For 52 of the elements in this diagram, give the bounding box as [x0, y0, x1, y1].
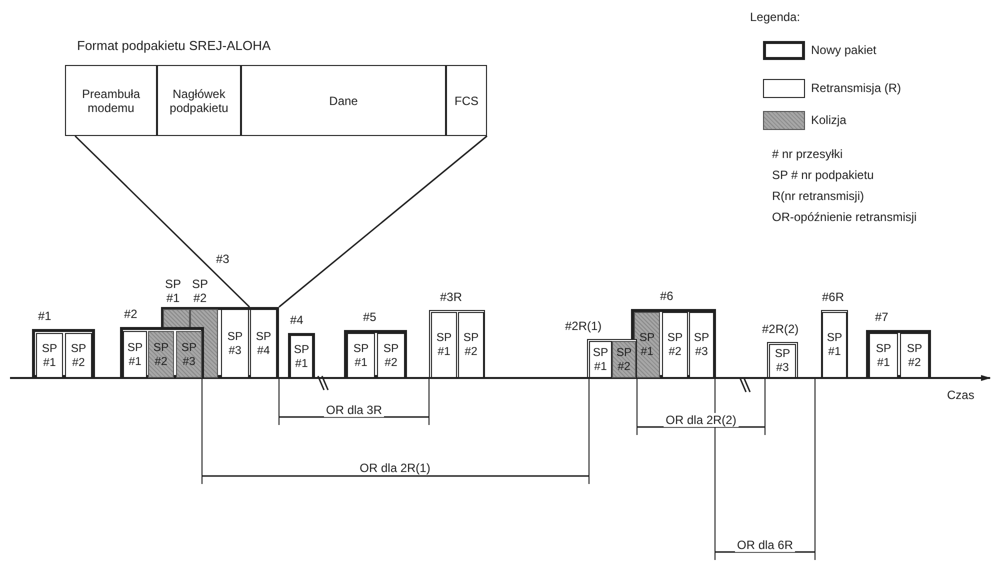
- legend-note: # nr przesyłki: [770, 147, 845, 161]
- subpacket: SP #2: [662, 312, 688, 378]
- format-heading: Format podpakietu SREJ-ALOHA: [77, 39, 271, 53]
- subpacket-label: SP #1: [164, 277, 182, 305]
- subpacket: SP #1: [347, 333, 375, 378]
- axis-label: Czas: [945, 388, 976, 402]
- legend-label: Retransmisja (R): [811, 81, 902, 95]
- packet-label: #5: [363, 310, 376, 324]
- legend-label: Kolizja: [811, 113, 846, 127]
- packet-label: #7: [875, 310, 888, 324]
- packet-label: #2R(1): [565, 319, 602, 333]
- subpacket: SP #1: [123, 331, 147, 378]
- dimension-label: OR dla 3R: [324, 403, 384, 417]
- legend-label: Nowy pakiet: [811, 43, 876, 57]
- subpacket: SP #2: [65, 333, 92, 378]
- connector-line: [74, 135, 250, 308]
- format-field: Dane: [241, 65, 446, 136]
- subpacket: SP #2: [377, 333, 405, 378]
- dimension-label: OR dla 2R(2): [664, 413, 738, 427]
- legend-note: R(nr retransmisji): [770, 189, 866, 203]
- packet-label: #6R: [822, 290, 844, 304]
- subpacket: SP #2: [900, 333, 929, 378]
- connector-line: [278, 135, 488, 308]
- subpacket: SP #3: [769, 344, 796, 378]
- subpacket: SP #1: [869, 333, 898, 378]
- subpacket: SP #2: [458, 312, 484, 378]
- dimension-label: OR dla 6R: [734, 538, 796, 552]
- subpacket: SP #1: [589, 341, 612, 378]
- legend-note: SP # nr podpakietu: [770, 168, 876, 182]
- dimension-label: OR dla 2R(1): [358, 461, 432, 475]
- packet-label: #6: [660, 289, 674, 303]
- packet-label: #1: [38, 309, 52, 323]
- format-field: FCS: [446, 65, 487, 136]
- legend-note: OR-opóźnienie retransmisji: [770, 210, 919, 224]
- format-field: Nagłówek podpakietu: [157, 65, 241, 136]
- subpacket: SP #1: [431, 312, 457, 378]
- subpacket: SP #4: [250, 309, 277, 378]
- subpacket: SP #3: [689, 312, 714, 378]
- format-field: Preambuła modemu: [65, 65, 157, 136]
- packet-label: #2R(2): [762, 322, 799, 336]
- subpacket-label: SP #2: [190, 277, 209, 305]
- subpacket: SP #1: [822, 312, 847, 378]
- collision-subpacket: SP #1: [634, 312, 660, 378]
- packet-label: #3: [216, 252, 230, 266]
- packet-label: #3R: [440, 290, 462, 304]
- subpacket: SP #3: [221, 309, 249, 378]
- collision-subpacket: SP #3: [176, 331, 202, 378]
- packet-label: #4: [290, 313, 304, 327]
- subpacket: SP #1: [36, 333, 63, 378]
- collision-subpacket: SP #2: [148, 331, 174, 378]
- packet-label: #2: [124, 307, 138, 321]
- collision-subpacket: SP #2: [612, 341, 636, 378]
